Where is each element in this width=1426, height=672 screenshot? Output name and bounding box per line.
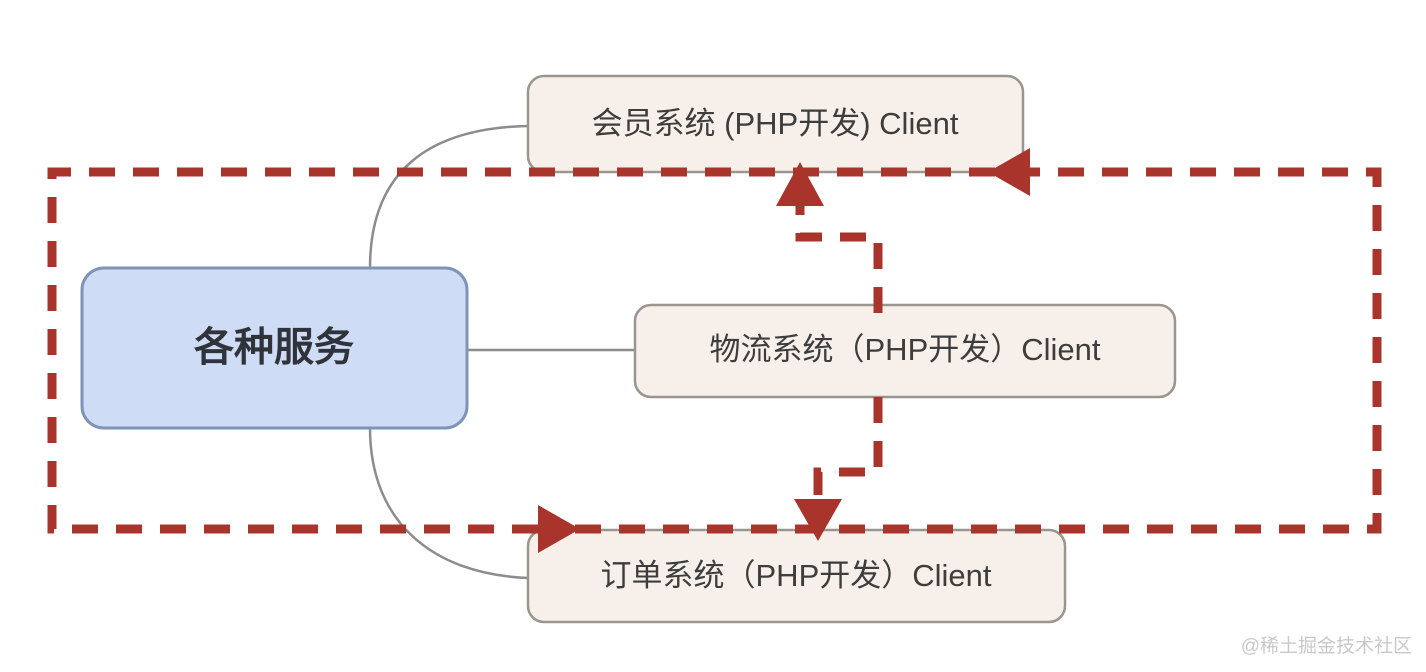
arrow-into-order-right-icon [538,505,580,553]
dashed-bridge-down [813,397,883,508]
node-service[interactable]: 各种服务 [80,266,469,430]
node-member-client[interactable]: 会员系统 (PHP开发) Client [526,74,1025,174]
logistics-client-box[interactable] [633,303,1177,399]
connector-service-to-order [368,427,529,580]
node-order-client[interactable]: 订单系统（PHP开发）Client [526,528,1067,624]
member-client-box[interactable] [526,74,1025,174]
order-client-label: 订单系统（PHP开发）Client [601,558,992,593]
member-client-label: 会员系统 (PHP开发) Client [592,106,959,141]
logistics-client-label: 物流系统（PHP开发）Client [710,332,1101,367]
dashed-outer-loop [47,167,1382,534]
arrow-into-member-left-icon [988,148,1030,196]
arrow-into-order-down-icon [794,499,842,541]
arrow-into-member-up-icon [776,162,824,206]
dashed-flow-layer [47,148,1382,553]
connector-service-to-member [368,124,529,269]
service-label: 各种服务 [194,326,354,370]
dashed-bridge-up [795,196,883,313]
node-logistics-client[interactable]: 物流系统（PHP开发）Client [633,303,1177,399]
connector-layer [368,124,635,580]
service-box[interactable] [80,266,469,430]
watermark: @稀土掘金技术社区 [1241,635,1412,657]
